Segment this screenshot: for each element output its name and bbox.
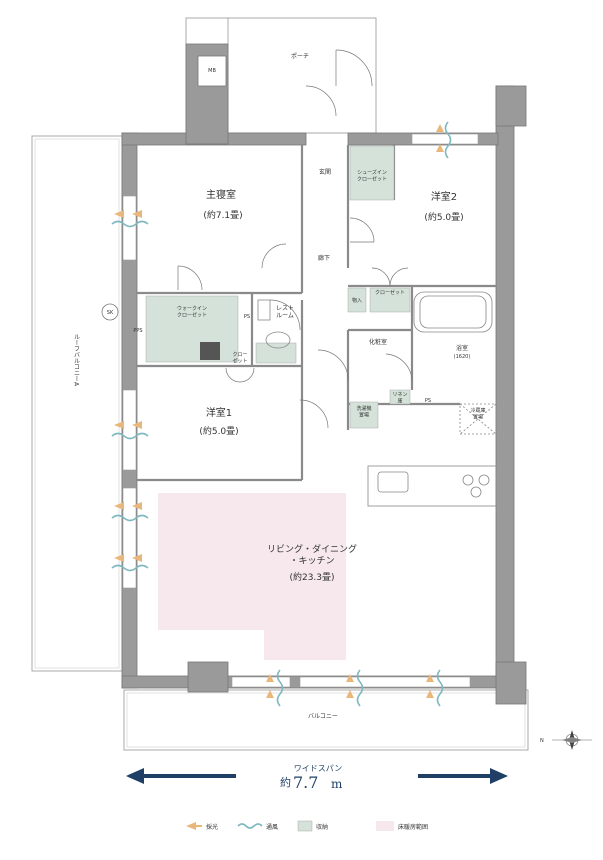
- wide-span: ワイドスパン 約 7.7 m: [126, 764, 508, 792]
- sunlight-arrow: [426, 690, 434, 698]
- genkan-label: 玄関: [319, 168, 331, 176]
- western2-label: 洋室2: [431, 190, 457, 203]
- sunlight-arrow: [266, 674, 274, 682]
- sunlight-arrow: [436, 144, 444, 152]
- sunlight-arrow: [114, 421, 124, 429]
- fridge-label: 冷蔵庫置場: [470, 407, 485, 420]
- hallway-label: 廊下: [318, 254, 330, 262]
- western1-size: (約5.0畳): [199, 425, 238, 437]
- ldk-label: リビング・ダイニング・キッチン: [267, 543, 357, 566]
- legend-wind-label: 通風: [266, 823, 278, 831]
- porch-label: ポーチ: [291, 52, 309, 60]
- sunlight-arrow: [426, 674, 434, 682]
- span-value: 7.7: [293, 773, 318, 792]
- western2-size: (約5.0畳): [424, 211, 463, 223]
- ps-label: PS: [244, 314, 250, 320]
- storage-areas: [145, 145, 411, 429]
- ps2-label: PS: [425, 398, 431, 404]
- sunlight-arrow: [114, 502, 124, 510]
- ventilation-mark: [111, 220, 149, 228]
- ventilation-mark: [276, 669, 284, 707]
- sunlight-arrow: [132, 210, 142, 218]
- balcony-label: バルコニー: [308, 713, 338, 720]
- ldk-size: (約23.3畳): [289, 571, 334, 583]
- sunlight-arrow: [346, 690, 354, 698]
- sunlight-arrow: [114, 554, 124, 562]
- bathroom-label: 浴室: [456, 344, 468, 352]
- storage-in-label: 物入: [352, 297, 362, 304]
- ventilation-marks: [111, 121, 452, 707]
- western1-label: 洋室1: [206, 406, 232, 419]
- sunlight-arrow: [436, 124, 444, 132]
- ventilation-mark: [436, 669, 444, 707]
- span-arrow-right: [418, 768, 508, 784]
- pps-label: PPS: [133, 328, 142, 334]
- sunlight-arrow: [132, 502, 142, 510]
- span-prefix: 約: [280, 775, 291, 789]
- legend: 採光 通風 収納 床暖房範囲: [186, 820, 428, 832]
- span-unit: m: [331, 777, 343, 791]
- powder-room-label: 化粧室: [369, 338, 387, 346]
- span-arrow-left: [126, 768, 236, 784]
- roof-balcony-label: ルーフバルコニーA: [73, 334, 80, 387]
- linen-label: リネン庫: [392, 392, 407, 404]
- ventilation-mark: [111, 564, 149, 572]
- span-label: ワイドスパン: [294, 764, 342, 773]
- sk-label: SK: [107, 310, 114, 316]
- legend-sun-label: 採光: [206, 823, 218, 831]
- room-labels: ポーチ MB 玄関 シューズインクローゼット 主寝室 (約7.1畳) 洋室2 (…: [73, 52, 486, 720]
- compass: N: [540, 730, 592, 750]
- windows: [122, 133, 479, 688]
- closet-b-label: クローゼット: [232, 352, 247, 364]
- balcony-outline: [123, 689, 529, 751]
- ventilation-mark: [356, 669, 364, 707]
- fixtures: [257, 291, 497, 507]
- washer-label: 洗濯機置場: [356, 405, 371, 418]
- legend-storage-swatch: [297, 820, 313, 832]
- ventilation-mark: [444, 121, 452, 159]
- sunlight-arrow: [132, 554, 142, 562]
- bathroom-size: (1620): [454, 354, 471, 360]
- master-bedroom-size: (約7.1畳): [203, 209, 242, 221]
- sunlight-arrows: [114, 124, 444, 698]
- sunlight-arrow: [346, 674, 354, 682]
- walkin-closet-label: ウォークインクローゼット: [177, 305, 207, 318]
- ventilation-mark: [111, 432, 149, 440]
- shoes-closet-label: シューズインクローゼット: [357, 169, 387, 182]
- restroom-label: レストルーム: [276, 305, 294, 320]
- mb-label: MB: [208, 68, 216, 74]
- sunlight-arrow: [266, 690, 274, 698]
- floor-heating-area: [158, 493, 346, 660]
- roof-balcony-outline: [31, 135, 123, 672]
- legend-heat-label: 床暖房範囲: [398, 823, 428, 831]
- sunlight-arrow: [132, 421, 142, 429]
- ventilation-mark: [111, 514, 149, 522]
- legend-storage-label: 収納: [316, 823, 328, 831]
- closet-a-label: クローゼット: [375, 289, 405, 296]
- legend-sun-icon: [186, 822, 196, 830]
- master-bedroom-label: 主寝室: [206, 188, 236, 201]
- legend-heat-swatch: [376, 821, 394, 831]
- legend-wind-icon: [237, 823, 263, 829]
- doors: [177, 49, 413, 429]
- compass-north: N: [540, 738, 544, 744]
- sunlight-arrow: [114, 210, 124, 218]
